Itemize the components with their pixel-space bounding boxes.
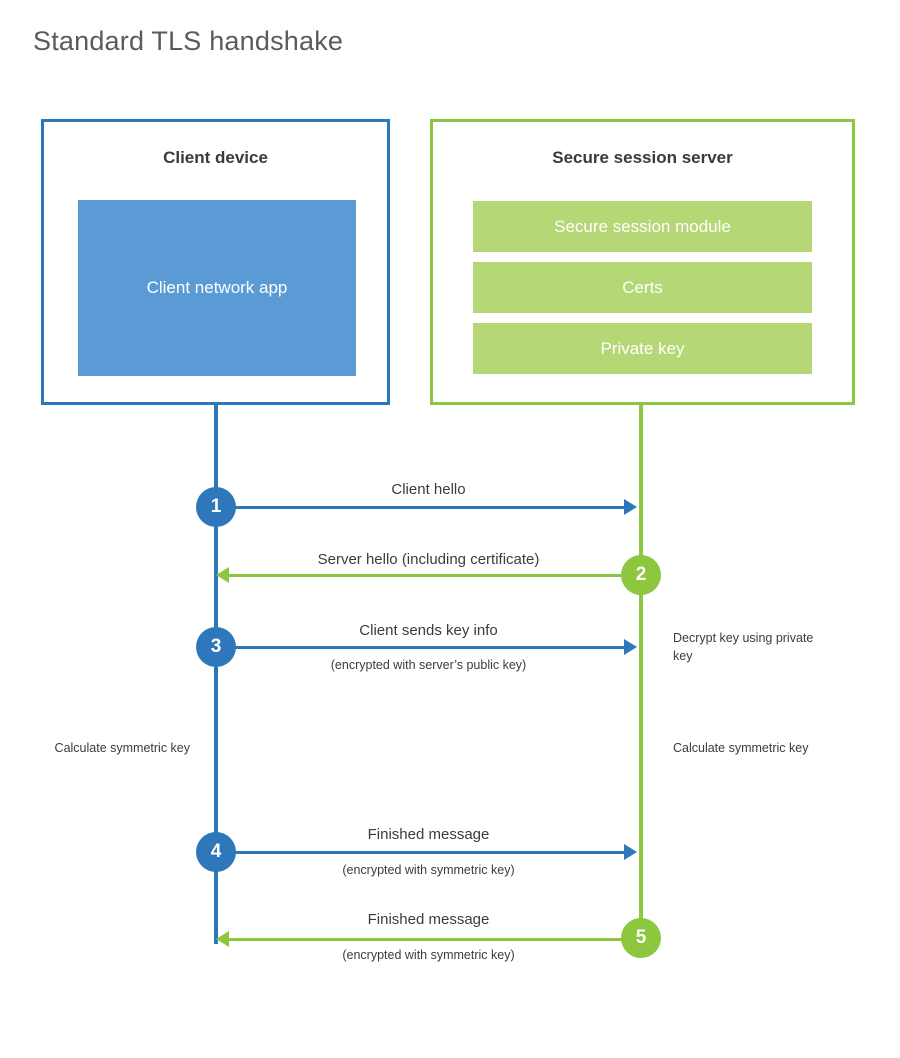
server-module-certs: Certs (473, 262, 812, 313)
step-4-label: Finished message (367, 826, 490, 843)
step-3-sublabel: (encrypted with server’s public key) (330, 658, 527, 672)
step-badge-3[interactable]: 3 (196, 627, 236, 667)
step-badge-5[interactable]: 5 (621, 918, 661, 958)
step-2-label: Server hello (including certificate) (317, 551, 540, 568)
step-4-sublabel: (encrypted with symmetric key) (342, 863, 515, 877)
page-title: Standard TLS handshake (33, 26, 344, 56)
annotation-decrypt-key: Decrypt key using private key (673, 631, 814, 664)
step-badge-1[interactable]: 1 (196, 487, 236, 527)
client-device-title: Client device (163, 148, 268, 167)
server-module-secure-session-module: Secure session module (473, 201, 812, 252)
step-5-sublabel: (encrypted with symmetric key) (342, 948, 515, 962)
step-5-arrow-head-icon (216, 931, 229, 947)
client-lifeline (214, 404, 218, 944)
client-network-app-block: Client network app (78, 200, 356, 376)
step-5-label: Finished message (367, 911, 490, 928)
client-device-box: Client device Client network app (41, 119, 390, 405)
step-3-arrow-head-icon (624, 639, 637, 655)
annotation-server-calculate-symmetric-key: Calculate symmetric key (673, 741, 809, 755)
step-3-label: Client sends key info (359, 622, 498, 639)
annotation-client-calculate-symmetric-key: Calculate symmetric key (54, 741, 190, 755)
secure-session-server-title: Secure session server (552, 148, 733, 167)
secure-session-server-box: Secure session server Secure session mod… (430, 119, 855, 405)
step-1-label: Client hello (391, 481, 466, 498)
step-2-arrow-head-icon (216, 567, 229, 583)
server-module-private-key: Private key (473, 323, 812, 374)
step-5-arrow-line (229, 938, 641, 941)
step-4-arrow-line (216, 851, 625, 854)
step-badge-2[interactable]: 2 (621, 555, 661, 595)
step-1-arrow-line (216, 506, 625, 509)
step-1-arrow-head-icon (624, 499, 637, 515)
server-lifeline (639, 404, 643, 941)
step-4-arrow-head-icon (624, 844, 637, 860)
step-2-arrow-line (229, 574, 641, 577)
step-badge-4[interactable]: 4 (196, 832, 236, 872)
step-3-arrow-line (216, 646, 625, 649)
